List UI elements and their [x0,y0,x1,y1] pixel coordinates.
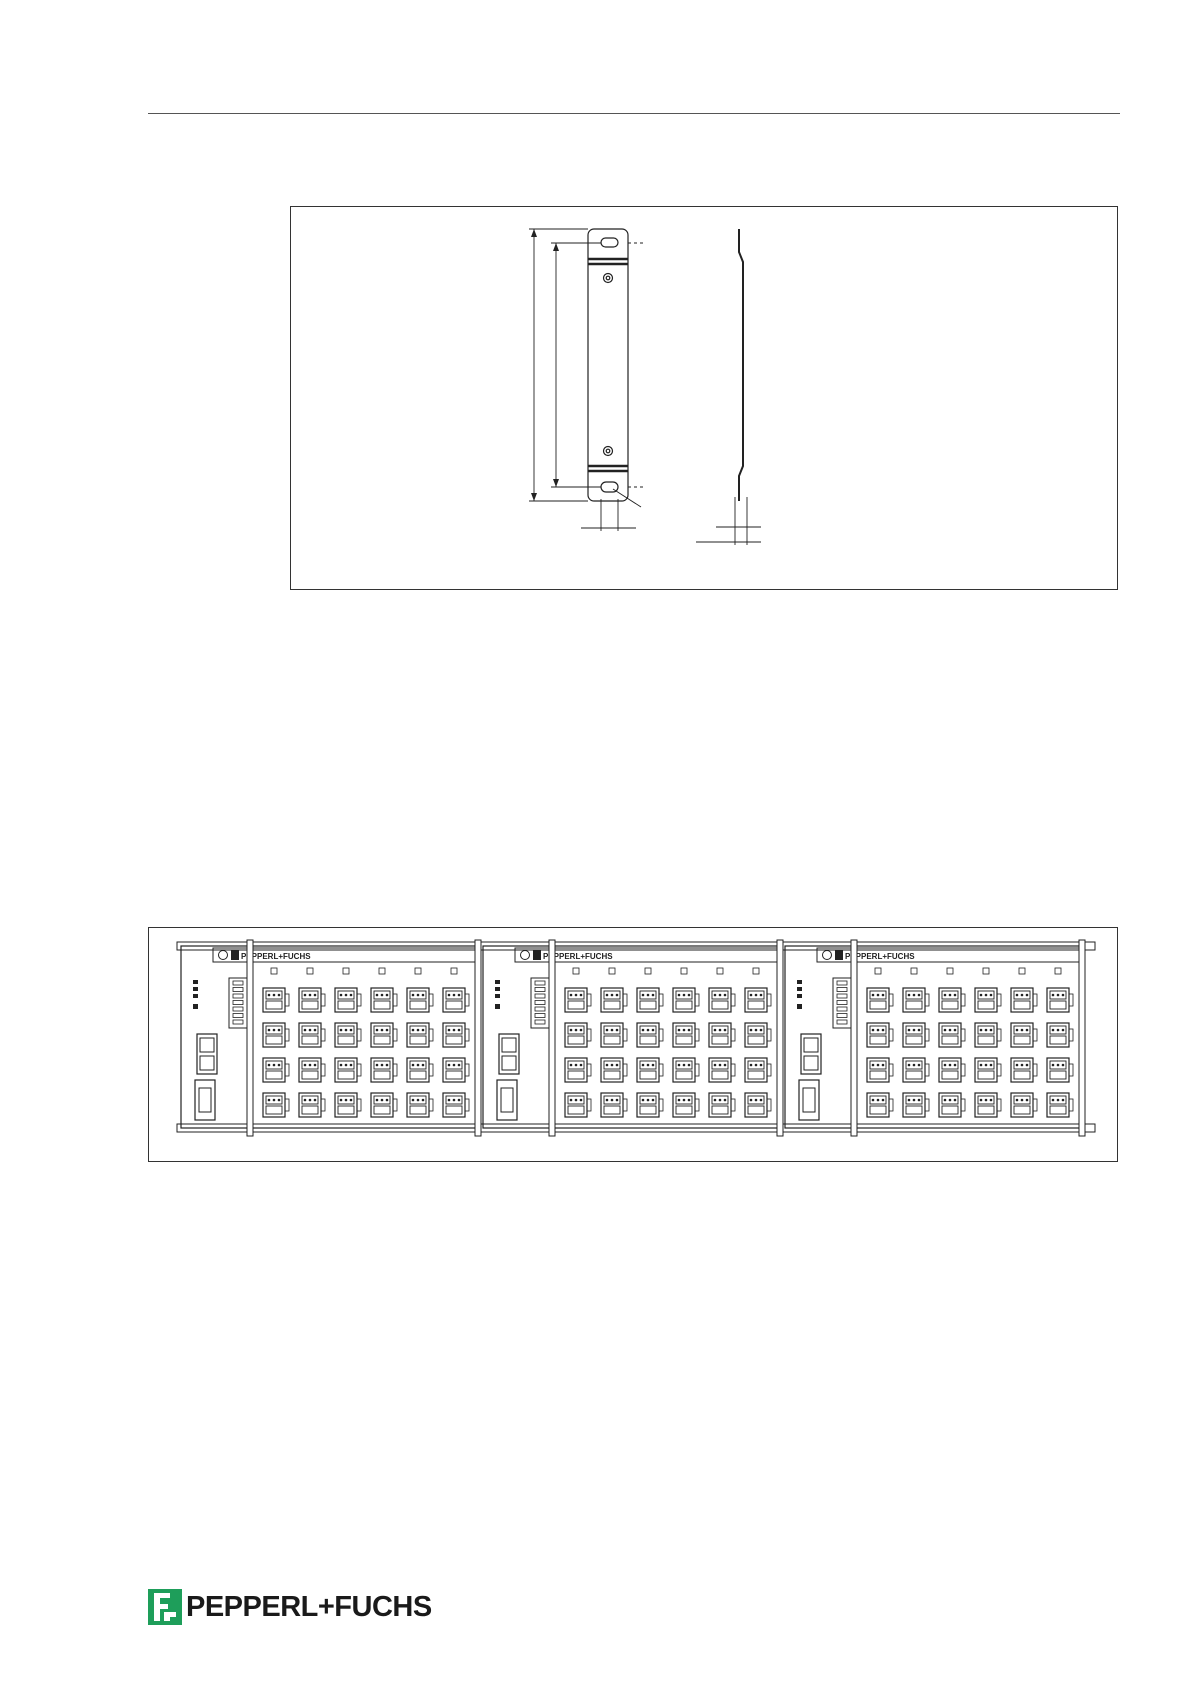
module: PEPPERL+FUCHS [785,940,1085,1136]
module: PEPPERL+FUCHS [483,940,783,1136]
header-rule [148,113,1120,114]
bracket-front-view [588,229,628,501]
module: PEPPERL+FUCHS [181,940,481,1136]
bracket-drawing-figure [290,206,1118,590]
bracket-side-view [739,229,743,501]
top-screw-hole [604,274,613,283]
brand-name: PEPPERL+FUCHS [186,1593,432,1622]
brand-mark-icon [148,1589,182,1625]
bottom-screw-hole [604,447,613,456]
bracket-drawing [291,207,1117,589]
brand-logo: PEPPERL+FUCHS [148,1588,432,1626]
top-slot [601,238,618,247]
